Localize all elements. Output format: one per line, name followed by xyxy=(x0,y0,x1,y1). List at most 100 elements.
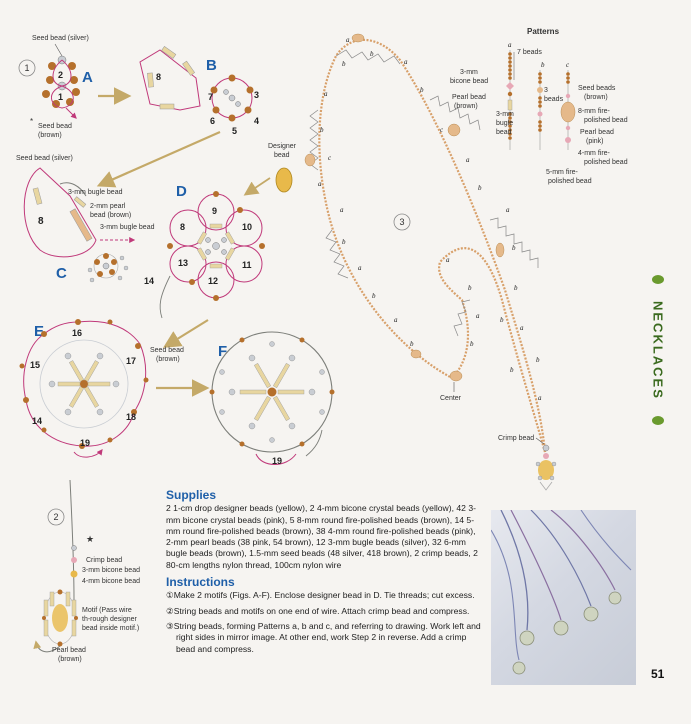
pattern-letter-b: b xyxy=(541,61,545,69)
necklace-letter: b xyxy=(372,292,376,300)
label-fire-4mm-l2: polished bead xyxy=(584,159,628,166)
figure-f: F xyxy=(209,331,335,466)
label-fire-8mm-l2: polished bead xyxy=(584,117,628,124)
petal-b7: 7 xyxy=(208,92,213,102)
figure-b: B 8 7 3 4 5 6 xyxy=(139,45,259,136)
petal-a2: 2 xyxy=(58,70,63,80)
pattern-a-column xyxy=(506,50,514,150)
necklace-letter: b xyxy=(370,50,374,58)
step-3-number: 3 xyxy=(399,217,404,227)
instruction-step: ①Make 2 motifs (Figs. A-F). Enclose desi… xyxy=(166,590,475,601)
necklace-letter: a xyxy=(358,264,362,272)
pattern-letter-a: a xyxy=(508,41,512,49)
necklace-letter: b xyxy=(468,284,472,292)
necklace-letter: b xyxy=(342,60,346,68)
instructions-heading: Instructions xyxy=(166,575,235,590)
label-center: Center xyxy=(440,395,462,402)
petal-b8: 8 xyxy=(156,72,161,82)
necklace-letter: a xyxy=(506,206,510,214)
petal-e18: 18 xyxy=(126,412,136,422)
label-seed-bead-silver-c: Seed bead (silver) xyxy=(16,155,73,162)
necklace-letter: a xyxy=(394,316,398,324)
necklace-letter: b xyxy=(514,284,518,292)
figure-label-b: B xyxy=(206,57,217,74)
label-pearl-bead-2-l2: (brown) xyxy=(58,656,82,663)
instructions-text-block: Supplies 2 1-cm drop designer beads (yel… xyxy=(166,488,484,659)
label-bugle-3mm-2: 3-mm bugle bead xyxy=(100,224,155,231)
label-bicone-3mm-2: 3-mm bicone bead xyxy=(82,567,140,574)
step-2-number: 2 xyxy=(53,512,58,522)
petal-e15: 15 xyxy=(30,360,40,370)
label-bugle-3mm-p-l3: bead xyxy=(496,129,512,136)
label-fire-4mm-l1: 4-mm fire- xyxy=(578,150,611,157)
necklace-letter: b xyxy=(500,316,504,324)
supplies-heading: Supplies xyxy=(166,488,217,502)
step-1-number: 1 xyxy=(24,63,29,73)
necklace-letter: a xyxy=(446,256,450,264)
label-bicone-4mm-2: 4-mm bicone bead xyxy=(82,578,140,585)
necklace-letter: c xyxy=(440,126,444,134)
petal-e19: 19 xyxy=(80,438,90,448)
fig-f-spokes xyxy=(209,337,335,447)
necklace-letter: b xyxy=(478,184,482,192)
figure-d: D Designer bead xyxy=(144,143,297,319)
figure-label-f: F xyxy=(218,343,227,360)
petal-e16: 16 xyxy=(72,328,82,338)
step-2-diagram: 2 ★ Crimp bead 3-mm bicone bead 4-mm bic… xyxy=(33,479,140,663)
necklace-letter: b xyxy=(512,244,516,252)
figure-a: 1 Seed bead (silver) 2 1 A * Seed bead (… xyxy=(18,35,93,139)
label-seed-beads-l2: (brown) xyxy=(584,94,608,101)
label-pearl-bead-l1: Pearl bead xyxy=(452,94,486,101)
necklace-diagram: 3 Center Crimp bead xyxy=(304,33,557,491)
crystal-drop xyxy=(512,591,622,675)
label-pearl-pink-l1: Pearl bead xyxy=(580,129,614,136)
label-seed-beads-l1: Seed beads xyxy=(578,85,616,92)
leaf-icon xyxy=(652,275,664,284)
section-side-tab: NECKLACES xyxy=(643,275,673,425)
page-number: 51 xyxy=(651,667,665,681)
fig-e-spokes xyxy=(48,352,120,416)
label-crimp-bead-main: Crimp bead xyxy=(498,435,534,442)
label-seed-bead-brown-l2: (brown) xyxy=(38,132,62,139)
necklace-letter: b xyxy=(420,86,424,94)
instructions-list: ①Make 2 motifs (Figs. A-F). Enclose desi… xyxy=(166,590,484,654)
figure-label-a: A xyxy=(82,69,93,86)
necklace-photo-art xyxy=(491,510,632,675)
label-bugle-3mm-p-l1: 3-mm xyxy=(496,111,514,118)
petal-d8: 8 xyxy=(180,222,185,232)
petal-d11: 11 xyxy=(242,260,252,270)
necklace-letter: b xyxy=(536,356,540,364)
label-three-beads-l1: 3 xyxy=(544,87,548,94)
figure-e: E 16 15 17 xyxy=(19,319,184,458)
petal-d9: 9 xyxy=(212,206,217,216)
petal-b5: 5 xyxy=(232,126,237,136)
label-fire-5mm-l2: polished bead xyxy=(548,178,592,185)
label-designer-bead-l2: bead xyxy=(274,152,290,159)
patterns-legend: Patterns a b c 7 beads 3-mm bicone bead … xyxy=(450,27,628,185)
label-crimp-bead-2: Crimp bead xyxy=(86,557,122,564)
label-fire-8mm-l1: 8-mm fire- xyxy=(578,108,611,115)
label-bugle-3mm-p-l2: bugle xyxy=(496,120,513,127)
necklace-letter: a xyxy=(346,36,350,44)
necklace-letter: a xyxy=(340,206,344,214)
figure-label-e: E xyxy=(34,323,44,340)
label-pearl-2mm-l1: 2-mm pearl xyxy=(90,203,126,210)
petal-e14: 14 xyxy=(32,416,42,426)
label-seed-bead-silver: Seed bead (silver) xyxy=(32,35,89,42)
necklace-letter: a xyxy=(476,312,480,320)
petal-d13: 13 xyxy=(178,258,188,268)
label-designer-bead-l1: Designer xyxy=(268,143,297,150)
label-bicone-3mm-l1: 3-mm xyxy=(460,69,478,76)
label-seven-beads: 7 beads xyxy=(517,49,542,56)
necklace-letter: b xyxy=(320,126,324,134)
label-bugle-3mm: 3-mm bugle bead xyxy=(68,189,123,196)
label-motif-l2: th-rough designer xyxy=(82,616,138,623)
petal-d10: 10 xyxy=(242,222,252,232)
petal-f19: 19 xyxy=(272,456,282,466)
section-tab-label: NECKLACES xyxy=(650,300,666,400)
petal-b4: 4 xyxy=(254,116,259,126)
label-fire-5mm-l1: 5-mm fire- xyxy=(546,169,579,176)
label-pearl-bead-l2: (brown) xyxy=(454,103,478,110)
label-motif-l1: Motif (Pass wire xyxy=(82,607,132,614)
necklace-letter: b xyxy=(510,366,514,374)
